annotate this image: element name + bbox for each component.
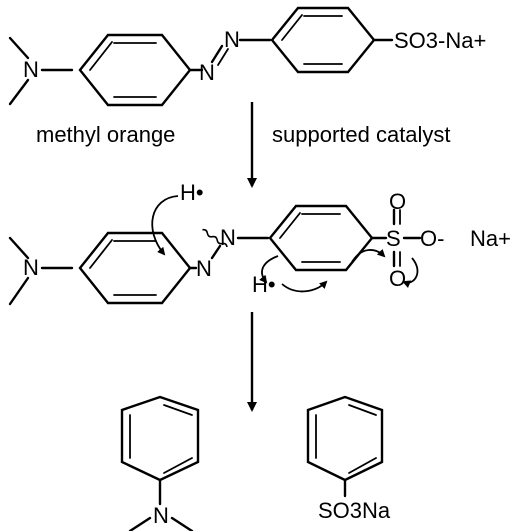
dimethylamino-n-label: N [23, 57, 39, 82]
methyl-orange-molecule: N N N SO3-Na+ [8, 6, 486, 107]
benzene-ring-4 [268, 204, 374, 272]
oxygen-lower-label: O [389, 266, 406, 291]
azo-n-label-2: N [224, 27, 240, 52]
h-radical-bottom-label: H• [252, 272, 276, 297]
azo-n-label-4: N [220, 225, 236, 250]
azo-double-bond-b [217, 48, 229, 66]
methyl-bond-lower [8, 78, 30, 106]
ring-5-double-bond-a [163, 404, 193, 416]
methyl-bond-upper-2 [8, 236, 30, 260]
mechanism-intermediate: N H• N N H• S [8, 180, 511, 306]
ring-6-outline [306, 395, 384, 482]
ring-5-outline [120, 395, 200, 482]
bond-cleavage-wavy-line [202, 228, 228, 248]
curved-arrow-ring-electron [281, 280, 328, 293]
ring-5-double-bond-c [163, 457, 193, 474]
benzene-ring-2 [270, 6, 376, 74]
product-sulfonate-label: SO3Na [318, 498, 391, 523]
oxygen-upper-label: O [389, 189, 406, 214]
dimethylamino-n-label-2: N [23, 255, 39, 280]
ring-3-outline [78, 231, 192, 305]
methyl-bond-lower-2 [8, 276, 30, 306]
curved-arrow-o [402, 257, 419, 288]
curved-arrow-h-attack [151, 195, 179, 256]
ring-1-double-bond-left [89, 41, 113, 71]
methyl-bond-left-3 [128, 516, 152, 531]
h-radical-top-label: H• [180, 180, 204, 205]
sulfur-label: S [386, 226, 401, 251]
ring-4-outline [268, 204, 374, 272]
product-sodium-benzenesulfonate: SO3Na [306, 395, 391, 523]
ring-2-outline [270, 6, 376, 74]
dimethylamino-n-label-3: N [153, 503, 169, 528]
azo-bond-upper [210, 244, 222, 260]
oxygen-anion-label: O- [420, 226, 444, 251]
benzene-ring-3 [78, 231, 192, 305]
ring-3-double-bond-left [89, 239, 113, 269]
methyl-bond-upper [8, 36, 30, 60]
ring-6-double-bond-c [348, 457, 377, 474]
supported-catalyst-caption: supported catalyst [272, 122, 451, 147]
azo-n-label-1: N [199, 60, 215, 85]
sulfonate-label: SO3-Na+ [394, 28, 486, 53]
ring-6-double-bond-a [348, 404, 377, 416]
sodium-label: Na+ [470, 226, 511, 251]
methyl-orange-caption: methyl orange [36, 122, 175, 147]
curved-arrow-n-electron [259, 255, 279, 284]
azo-n-label-3: N [196, 256, 212, 281]
azo-double-bond-a [210, 44, 224, 64]
ring-4-double-bond-left [279, 212, 301, 239]
methyl-bond-right-3 [170, 516, 194, 531]
ring-1-outline [78, 33, 192, 107]
benzene-ring-1 [78, 33, 192, 107]
product-dimethylaniline: N [120, 395, 200, 531]
curved-arrow-s [351, 248, 386, 263]
ring-2-double-bond-left [281, 14, 303, 41]
